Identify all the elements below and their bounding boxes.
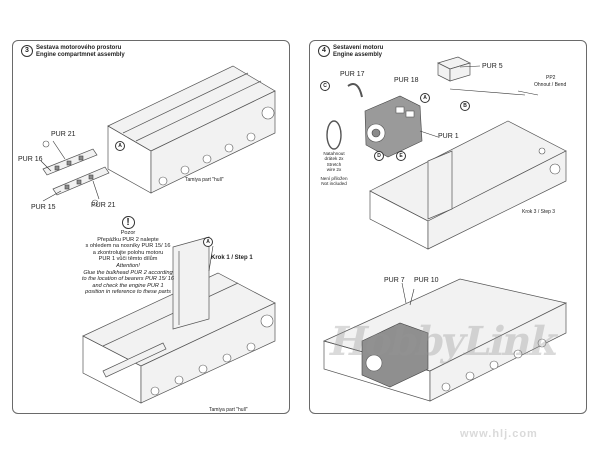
wire-note-en: Stretch <box>326 161 342 167</box>
label-krok-3: Krok 3 / Step 3 <box>522 209 556 215</box>
step-title-cz: Sestavení motoru <box>333 45 384 51</box>
watermark-brand: HobbyLink <box>325 318 561 365</box>
wire-note-cz2: drátek 2x <box>324 156 344 162</box>
label-pur17: PUR 17 <box>340 71 365 78</box>
not-included-en: Not included <box>321 181 347 187</box>
step-3-panel: 3 Sestava motorového prostoru Engine com… <box>12 40 290 414</box>
warning-en-0: Attention! <box>116 262 140 269</box>
warning-en-4: position in reference to these parts <box>85 289 171 296</box>
label-pur15: PUR 15 <box>31 204 56 211</box>
warning-note: ! Pozor Přepážku PUR 2 nalepte s ohledem… <box>63 216 193 296</box>
callout-a: A <box>420 93 430 103</box>
watermark-url: www.hlj.com <box>460 428 538 440</box>
step-3-header: 3 Sestava motorového prostoru Engine com… <box>21 45 125 59</box>
wire-note-cz: Natahnout <box>323 151 345 156</box>
callout-d: D <box>374 151 384 161</box>
warning-en-3: and check the engine PUR 1 <box>92 282 164 289</box>
warning-en-1: Glue the bulkhead PUR 2 according <box>83 269 173 276</box>
label-bend: Ohnout / Bend <box>534 82 567 88</box>
label-pur1: PUR 1 <box>438 133 459 140</box>
step-title-en: Engine assembly <box>333 52 383 58</box>
step-4-header: 4 Sestavení motoru Engine assembly <box>318 45 383 59</box>
wire-note-en2: wire 2x <box>326 167 342 173</box>
warning-icon: ! <box>121 216 135 229</box>
warning-cz-1: Přepážku PUR 2 nalepte <box>97 236 159 243</box>
warning-cz-0: Pozor <box>120 230 136 236</box>
label-pur10: PUR 10 <box>414 277 439 284</box>
wire-note: Natahnout drátek 2x Stretch wire 2x Není… <box>314 151 354 186</box>
callout-a-lower: A <box>203 237 213 247</box>
not-included-cz: Není přiložen <box>320 175 348 181</box>
label-pur21-bottom: PUR 21 <box>91 202 116 209</box>
label-tamiya-hull-upper: Tamiya part "hull" <box>185 177 224 183</box>
callout-a-upper: A <box>115 141 125 151</box>
label-pur5: PUR 5 <box>482 63 503 70</box>
wheel-stubs-right <box>441 338 547 392</box>
warning-cz-4: PUR 1 vůči těmto dílům <box>98 256 158 263</box>
engine-drawing <box>321 56 568 402</box>
label-pur21-top: PUR 21 <box>51 131 76 138</box>
callout-e: E <box>396 151 406 161</box>
step-number: 4 <box>318 45 330 57</box>
label-pur18: PUR 18 <box>394 77 419 84</box>
step-title-cz: Sestava motorového prostoru <box>36 45 122 51</box>
callout-c: C <box>320 81 330 91</box>
step-title-en: Engine compartmnet assembly <box>36 52 125 58</box>
warning-cz-3: a zkontrolujte polohu motoru <box>92 249 164 256</box>
label-pur16: PUR 16 <box>18 156 43 163</box>
callout-b: B <box>460 101 470 111</box>
label-tamiya-hull-lower: Tamiya part "hull" <box>209 407 248 413</box>
label-pur7: PUR 7 <box>384 277 405 284</box>
step-number: 3 <box>21 45 33 57</box>
label-pp2: PP2 <box>546 75 556 81</box>
wheel-stubs-upper <box>158 106 275 186</box>
hull-drawing-upper <box>40 65 276 404</box>
step-4-panel: 4 Sestavení motoru Engine assembly <box>309 40 587 414</box>
warning-cz-2: s ohledem na nosníky PUR 15/ 16 <box>85 243 171 250</box>
label-krok-1: Krok 1 / Step 1 <box>211 255 253 261</box>
wheel-stubs-lower <box>150 314 274 396</box>
warning-en-2: to the location of bearers PUR 15/ 16 <box>81 276 175 283</box>
